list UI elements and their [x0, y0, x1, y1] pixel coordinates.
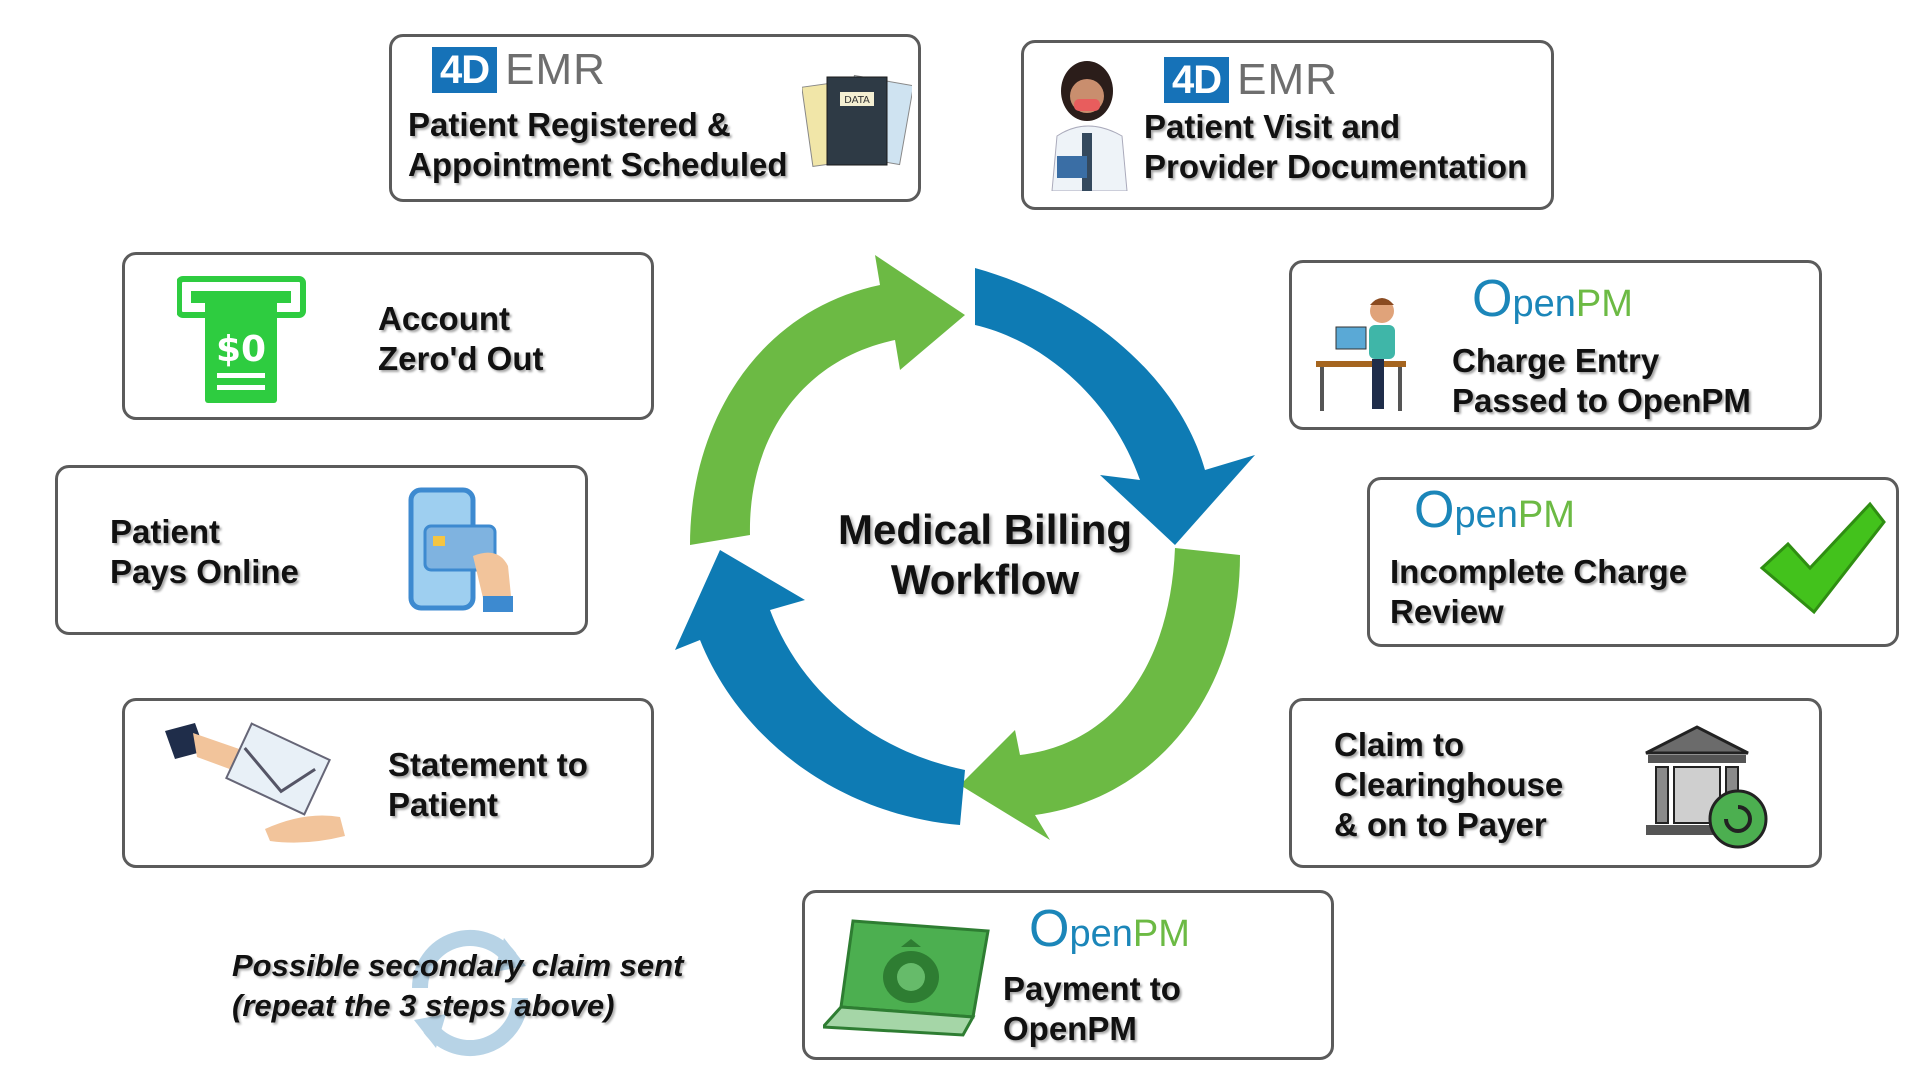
openpm-logo: OpenPM: [1414, 481, 1575, 539]
4d-emr-logo: 4D EMR: [1164, 55, 1338, 104]
checkmark-icon: [1759, 501, 1886, 615]
step-incomplete-charge-review: OpenPM Incomplete Charge Review: [1367, 477, 1899, 647]
mobile-card-payment-icon: [408, 487, 513, 612]
step-payment-to-openpm: OpenPM Payment to OpenPM: [802, 890, 1334, 1060]
step-label: Statement to Patient: [388, 746, 588, 823]
title-line-1: Medical Billing: [837, 506, 1133, 553]
step-label: Incomplete Charge Review: [1390, 553, 1688, 630]
step-patient-registered: 4D EMR Patient Registered & Appointment …: [389, 34, 921, 202]
4d-emr-logo: 4D EMR: [432, 45, 606, 94]
svg-text:$0: $0: [216, 329, 266, 370]
cycle-arrow-blue-bottom: [675, 550, 965, 825]
openpm-logo: OpenPM: [1029, 900, 1190, 958]
step-label: Payment to OpenPM: [1003, 970, 1181, 1047]
doctor-icon: [1051, 61, 1128, 191]
step-charge-entry: OpenPM Charge Entry Passed to OpenPM: [1289, 260, 1822, 430]
cycle-arrow-green-top: [690, 255, 965, 545]
step-label: Claim to Clearinghouse & on to Payer: [1334, 726, 1564, 843]
cycle-arrow-blue-top: [975, 268, 1255, 545]
bank-refresh-icon: [1645, 725, 1768, 849]
step-account-zeroed: $0 Account Zero'd Out: [122, 252, 654, 420]
step-label: Charge Entry Passed to OpenPM: [1452, 342, 1751, 419]
data-files-icon: DATA: [802, 74, 912, 168]
desk-worker-icon: [1316, 298, 1406, 411]
openpm-logo: OpenPM: [1472, 270, 1633, 328]
step-label: Patient Pays Online: [110, 513, 299, 590]
svg-text:DATA: DATA: [844, 95, 870, 106]
step-label: Patient Visit and Provider Documentation: [1144, 108, 1528, 185]
diagram-title: Medical Billing Workflow: [835, 505, 1135, 605]
title-line-2: Workflow: [890, 556, 1080, 603]
step-label: Patient Registered & Appointment Schedul…: [408, 106, 788, 183]
step-patient-pays-online: Patient Pays Online: [55, 465, 588, 635]
secondary-claim-note: Possible secondary claim sent (repeat th…: [232, 948, 684, 1023]
step-label: Account Zero'd Out: [378, 300, 544, 377]
envelope-handoff-icon: [165, 722, 345, 843]
zero-balance-receipt-icon: $0: [177, 276, 306, 403]
cycle-arrow-green-bottom: [960, 548, 1240, 840]
refresh-icon: [412, 930, 528, 1056]
step-patient-visit: 4D EMR Patient Visit and Provider Docume…: [1021, 40, 1554, 210]
step-statement-to-patient: Statement to Patient: [122, 698, 654, 868]
step-claim-to-clearinghouse: Claim to Clearinghouse & on to Payer: [1289, 698, 1822, 868]
laptop-money-bag-icon: [823, 919, 990, 1037]
